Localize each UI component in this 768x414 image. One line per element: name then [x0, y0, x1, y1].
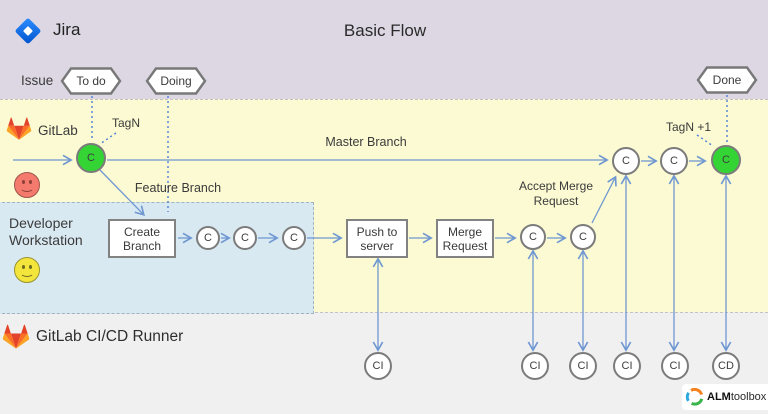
tagn-plus1-label: TagN +1	[666, 120, 712, 134]
create-branch-box: Create Branch	[108, 219, 176, 258]
almtoolbox-watermark: ALMtoolbox	[682, 384, 768, 410]
smiley-mouth	[20, 183, 34, 192]
gitlab-smiley-icon	[14, 172, 40, 198]
merge-line2: Request	[442, 238, 488, 253]
dotted-links	[91, 95, 728, 212]
commit-node-tagged-end: C	[711, 145, 741, 175]
create-branch-line2: Branch	[122, 238, 162, 253]
issue-row-label: Issue	[21, 73, 54, 88]
smiley-eye	[22, 180, 25, 184]
solid-arrows	[13, 154, 732, 352]
cd-letters: CD	[718, 360, 734, 372]
commit-letter: C	[87, 152, 95, 164]
hexagon-shape-icon	[145, 67, 207, 95]
ci-letters: CI	[529, 360, 541, 372]
diagram-title: Basic Flow	[343, 21, 427, 40]
lane-jira	[0, 0, 768, 99]
developer-label-line1: Developer	[9, 215, 73, 231]
merge-line1: Merge	[447, 224, 482, 239]
ci-letters: CI	[621, 360, 633, 372]
commit-node-merged-1: C	[520, 224, 546, 250]
commit-letter: C	[204, 232, 212, 244]
tagn-label: TagN	[112, 116, 141, 130]
hexagon-shape-icon	[60, 67, 122, 95]
commit-node-master-2: C	[660, 147, 688, 175]
status-hexagon-todo: To do	[60, 67, 122, 95]
commit-node-tagged-start: C	[76, 143, 106, 173]
hexagon-shape-icon	[696, 66, 758, 94]
smiley-eye	[29, 265, 32, 269]
create-branch-line1: Create	[123, 224, 161, 239]
watermark-bold-text: ALM	[707, 391, 731, 403]
commit-letter: C	[579, 231, 587, 243]
ci-node-4: CI	[613, 352, 641, 380]
accept-merge-line2: Request	[533, 194, 579, 208]
tagn-pointer	[99, 132, 117, 145]
jira-logo-icon	[15, 18, 41, 44]
status-doing-label: Doing	[160, 73, 192, 88]
status-hexagon-done: Done	[696, 66, 758, 94]
developer-label-line2: Workstation	[9, 232, 83, 248]
ci-node-2: CI	[521, 352, 549, 380]
commit-letter: C	[722, 154, 730, 166]
push-to-server-box: Push to server	[346, 219, 408, 258]
accept-merge-arrow	[591, 175, 617, 224]
commit-node-merged-2: C	[570, 224, 596, 250]
accept-merge-line1: Accept Merge	[518, 179, 594, 193]
commit-node-feature-3: C	[282, 226, 306, 250]
smiley-eye	[22, 265, 25, 269]
commit-letter: C	[622, 155, 630, 167]
gitlab-logo-icon	[6, 117, 32, 140]
status-done-label: Done	[712, 72, 742, 87]
commit-letter: C	[529, 231, 537, 243]
push-line2: server	[360, 238, 394, 253]
commit-node-feature-1: C	[196, 226, 220, 250]
smiley-mouth	[20, 268, 34, 277]
merge-request-box: Merge Request	[436, 219, 494, 258]
commit-node-feature-2: C	[233, 226, 257, 250]
developer-workstation-label: Developer Workstation	[9, 215, 83, 249]
ci-node-1: CI	[364, 352, 392, 380]
master-branch-label: Master Branch	[325, 135, 407, 149]
runner-lane-label: GitLab CI/CD Runner	[36, 328, 184, 345]
ci-node-5: CI	[661, 352, 689, 380]
cd-node: CD	[712, 352, 740, 380]
commit-letter: C	[290, 232, 298, 244]
push-line1: Push to	[356, 224, 398, 239]
smiley-eye	[29, 180, 32, 184]
gitlab-runner-logo-icon	[2, 324, 30, 349]
ci-letters: CI	[669, 360, 681, 372]
ci-letters: CI	[372, 360, 384, 372]
feature-branch-label: Feature Branch	[134, 181, 222, 195]
commit-letter: C	[670, 155, 678, 167]
almtoolbox-logo-icon	[685, 387, 704, 406]
status-todo-label: To do	[76, 73, 106, 88]
commit-node-master-1: C	[612, 147, 640, 175]
ci-letters: CI	[577, 360, 589, 372]
tagn1-pointer	[696, 134, 714, 147]
jira-app-label: Jira	[53, 20, 81, 39]
ci-node-3: CI	[569, 352, 597, 380]
commit-letter: C	[241, 232, 249, 244]
accept-merge-request-label: Accept Merge Request	[504, 179, 608, 209]
watermark-rest-text: toolbox	[730, 391, 767, 403]
status-hexagon-doing: Doing	[145, 67, 207, 95]
arrow-to-create-branch	[99, 169, 145, 217]
gitlab-lane-label: GitLab	[38, 123, 78, 138]
developer-smiley-icon	[14, 257, 40, 283]
